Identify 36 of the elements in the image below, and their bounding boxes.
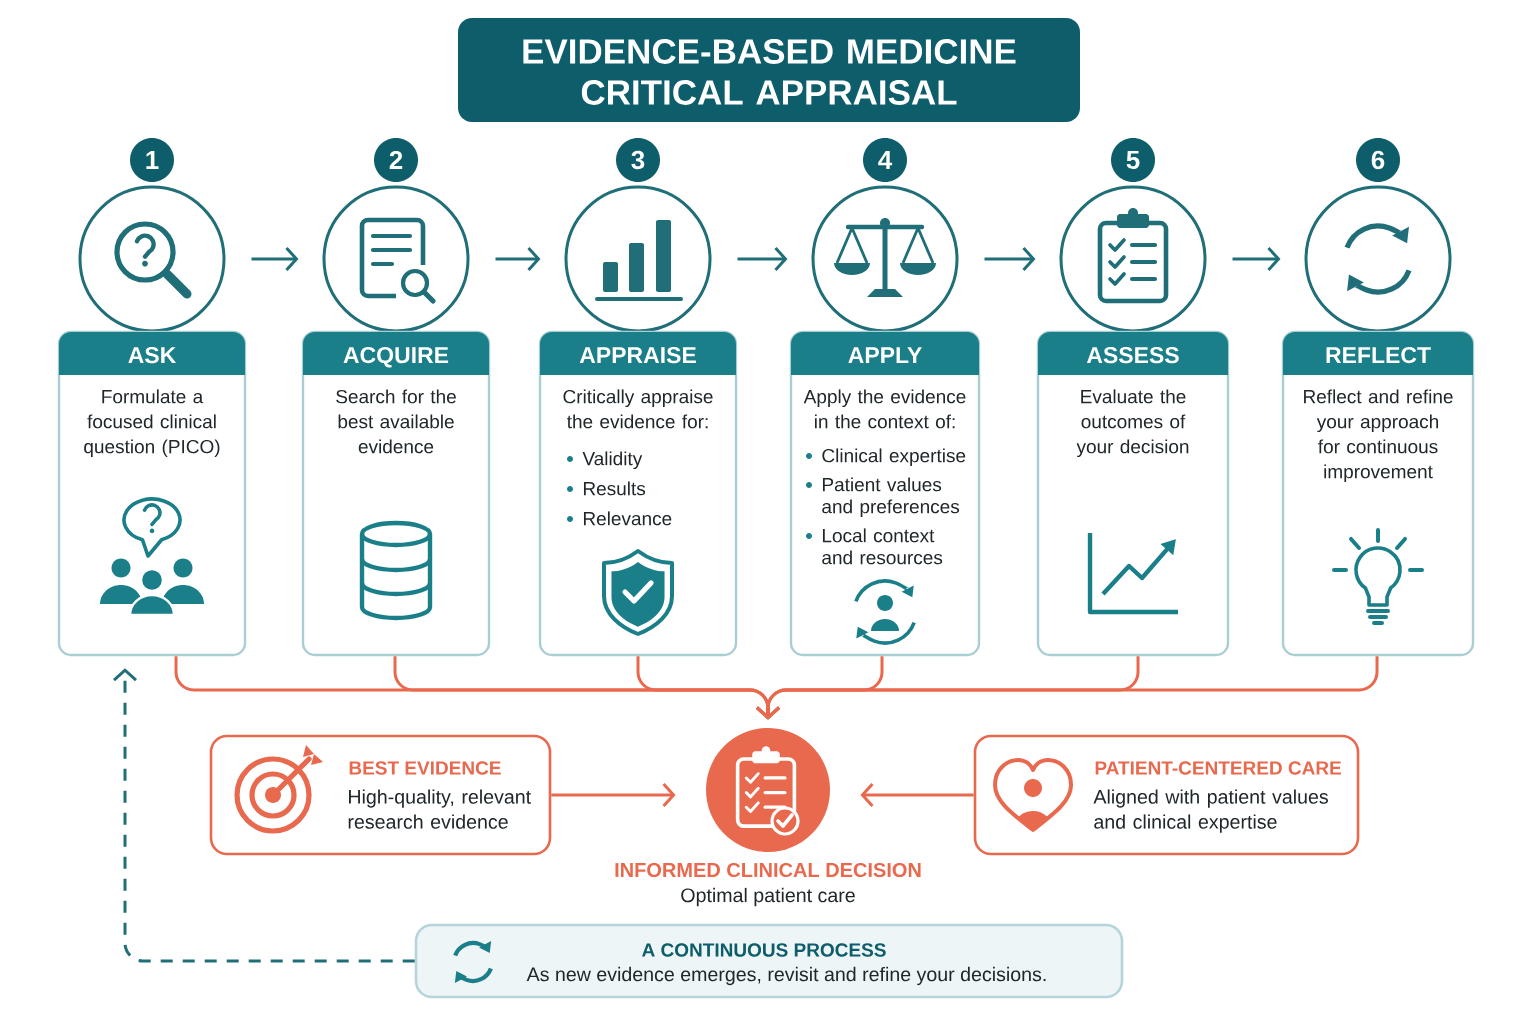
number-badge: 6 [1356,138,1400,182]
card-text: Apply the evidence in the context of: [803,389,966,429]
number-badge: 5 [1111,138,1155,182]
decision-heading: INFORMED CLINICAL DECISION [615,862,921,878]
box-heading: PATIENT-CENTERED CARE [1095,761,1342,775]
card-text: Reflect and refine your approach for continuous improvement [1304,389,1453,483]
list-item: Validity [582,451,643,470]
card-text: Critically appraise the evidence for: [563,389,713,429]
title-banner: EVIDENCE-BASED MEDICINE CRITICAL APPRAISAL [458,18,1080,122]
header-band: APPLY [791,332,979,375]
card-text: Formulate a focused clinical question (PICO) [84,389,220,458]
box-text: Aligned with patient values and clinical expertise [1093,789,1328,833]
header-band: ASSESS [1038,332,1228,375]
list-item: Results [584,481,646,496]
card-text: Search for the best available evidence [336,389,456,454]
number-badge: 2 [374,138,418,182]
box-text: High-quality, relevant research evidence [348,789,531,829]
note-box [414,923,1124,999]
info-box [209,734,552,856]
decision-text: Optimal patient care [681,887,855,907]
header-band: APPRAISE [540,332,736,375]
header-band: ASK [59,332,245,375]
number-badge: 1 [130,138,174,182]
list-item: Local context and resources [822,528,943,565]
number-badge: 3 [616,138,660,182]
number-badge: 4 [863,138,907,182]
list-item: Relevance [584,511,672,526]
box-heading: BEST EVIDENCE [349,761,501,775]
box-text: As new evidence emerges, revisit and refine your decisions. [526,966,1046,986]
card-text: Evaluate the outcomes of your decision [1076,389,1189,458]
header-band: ACQUIRE [303,332,489,375]
box-heading: A CONTINUOUS PROCESS [642,943,886,957]
header-band: REFLECT [1283,332,1473,375]
info-box [973,734,1360,856]
list-item: Clinical expertise [822,448,966,467]
list-item: Patient values and preferences [822,477,960,518]
